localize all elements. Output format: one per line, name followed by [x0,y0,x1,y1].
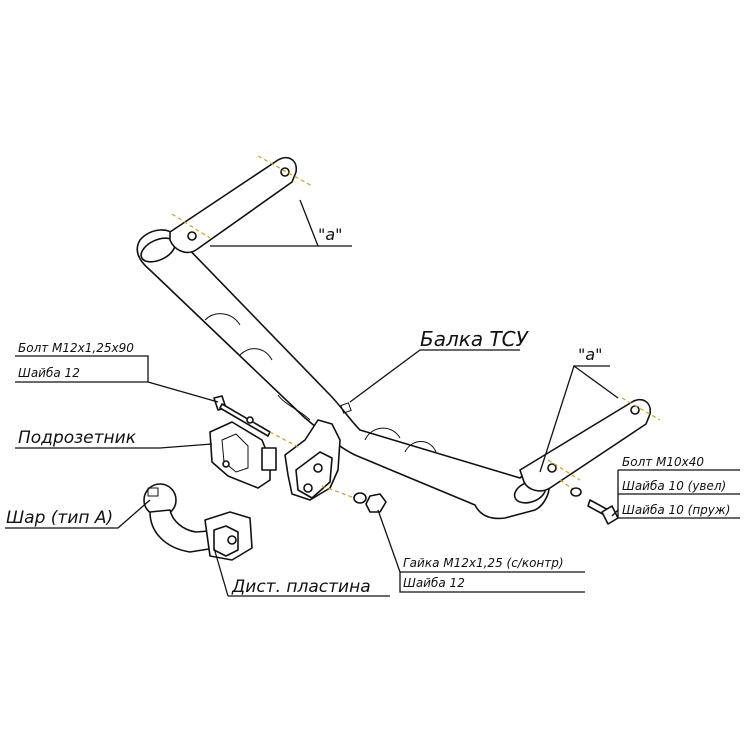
label-ball: Шар (тип А) [6,508,113,528]
label-washer-10-spring: Шайба 10 (пруж) [622,503,730,517]
socket-plate-part [209,421,277,489]
label-socket-plate: Подрозетник [18,428,137,448]
right-mounting-bracket [519,397,661,492]
nut-m12-part [321,485,387,513]
left-mounting-bracket [169,155,313,254]
label-bolt-m12: Болт М12х1,25х90 [18,341,134,355]
label-a-top: "а" [318,225,343,244]
bolt-m12-part [213,395,301,449]
label-washer-12-left: Шайба 12 [18,366,80,380]
label-beam: Балка ТСУ [420,327,530,351]
leader-lines [5,199,740,597]
label-nut-m12: Гайка М12х1,25 (с/контр) [403,556,564,570]
label-bolt-m10: Болт М10х40 [622,455,704,469]
tow-ball-part [143,483,253,561]
bolt-m10-part [559,479,619,525]
label-spacer-plate: Дист. пластина [231,577,371,597]
label-a-right: "а" [578,345,603,364]
label-washer-10-wide: Шайба 10 (увел) [622,479,726,493]
label-washer-12-bottom: Шайба 12 [403,576,465,590]
tow-beam [136,229,550,520]
